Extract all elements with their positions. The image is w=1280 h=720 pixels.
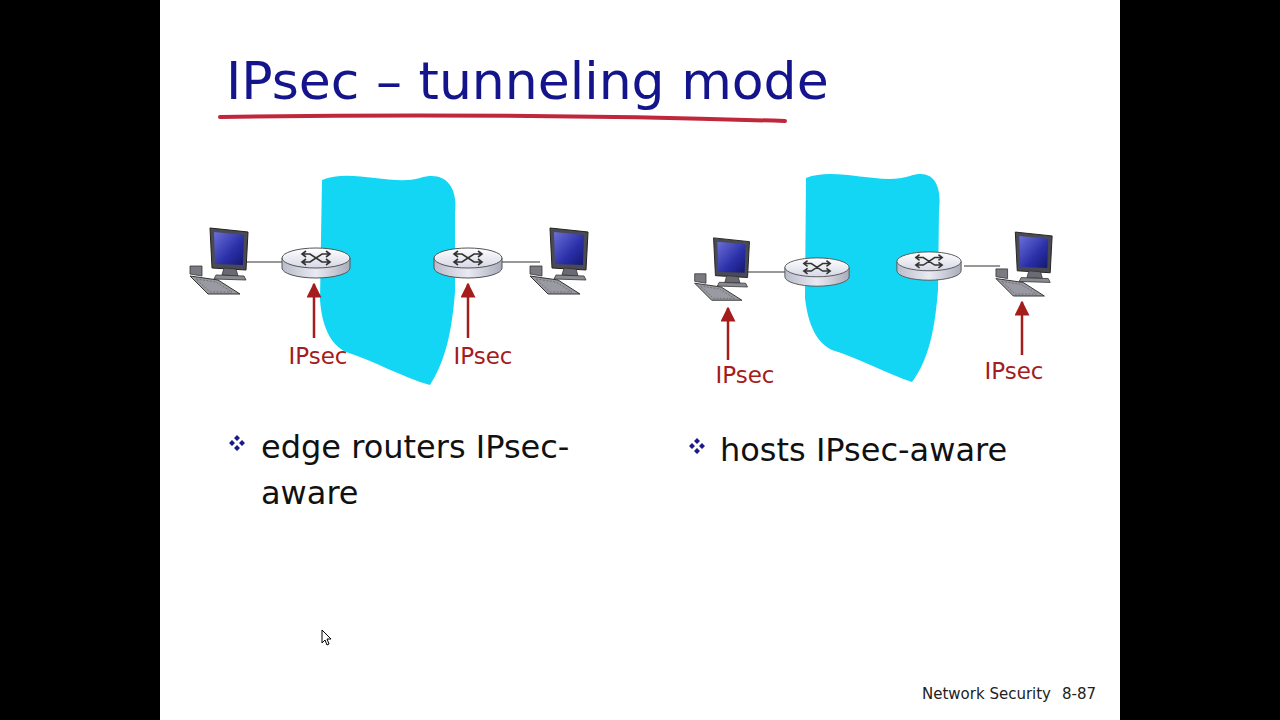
bullet-text: hosts IPsec-aware [720,427,1110,473]
edge-router [282,248,350,278]
host-computer [695,238,750,300]
pointer-arrow [467,284,470,338]
link-wire [746,271,786,272]
bullet-symbol [229,435,245,451]
ipsec-label: IPsec [715,362,774,390]
bullet-symbol [689,438,705,454]
host-computer [996,232,1052,296]
router [897,252,961,280]
router [785,258,849,286]
edge-router [434,248,502,278]
pointer-arrow [1021,302,1024,355]
footer-text: Network Security [922,685,1051,703]
title-underline [220,116,785,121]
link-wire [964,265,1000,266]
host-computer [190,228,248,294]
pointer-arrow [727,308,730,360]
link-wire [244,261,282,262]
host-computer [530,228,588,294]
slide-title: IPsec – tunneling mode [226,50,829,112]
page-number: 8-87 [1062,685,1096,703]
ipsec-label: IPsec [288,343,347,371]
bullet-text: edge routers IPsec-aware [261,424,651,516]
ipsec-label: IPsec [453,343,512,371]
link-wire [500,261,540,262]
mouse-cursor [322,630,331,645]
ipsec-label: IPsec [984,358,1043,386]
pointer-arrow [313,284,316,338]
